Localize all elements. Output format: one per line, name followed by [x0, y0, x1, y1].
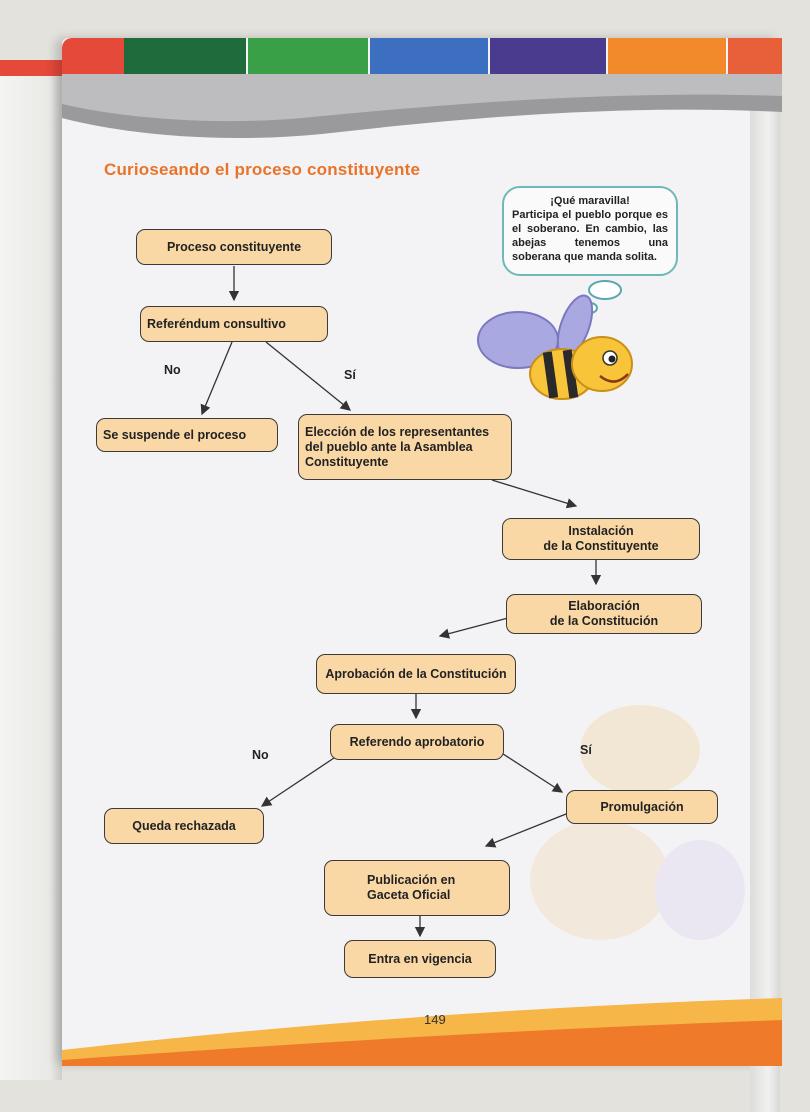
left-page-tab [0, 60, 62, 76]
bee-illustration-icon [477, 280, 633, 400]
background-decoration [530, 705, 745, 940]
tab-blue [370, 38, 488, 76]
bubble-text: Participa el pueblo porque es el soberan… [512, 209, 668, 263]
left-page-edge [0, 60, 62, 1080]
tab-dark-green [124, 38, 246, 76]
label-si-2: Sí [580, 743, 592, 757]
tab-red-orange [728, 38, 782, 76]
bubble-heading: ¡Qué maravilla! [550, 195, 630, 207]
tab-purple [490, 38, 606, 76]
speech-bubble: ¡Qué maravilla! Participa el pueblo porq… [502, 186, 678, 276]
tab-red [62, 38, 124, 76]
page-number: 149 [424, 1012, 446, 1027]
label-no-1: No [164, 363, 181, 377]
box-referendum-consultivo: Referéndum consultivo [140, 306, 328, 342]
box-entra-en-vigencia: Entra en vigencia [344, 940, 496, 978]
tab-green [248, 38, 368, 76]
box-elaboracion: Elaboración de la Constitución [506, 594, 702, 634]
label-no-2: No [252, 748, 269, 762]
box-publicacion: Publicación en Gaceta Oficial [324, 860, 510, 916]
box-proceso-constituyente: Proceso constituyente [136, 229, 332, 265]
box-aprobacion: Aprobación de la Constitución [316, 654, 516, 694]
tab-orange [608, 38, 726, 76]
page-title: Curioseando el proceso constituyente [104, 160, 421, 179]
box-instalacion: Instalación de la Constituyente [502, 518, 700, 560]
footer-wave [62, 998, 782, 1066]
header-wave [62, 74, 782, 139]
box-se-suspende: Se suspende el proceso [96, 418, 278, 452]
box-eleccion: Elección de los representantes del puebl… [298, 414, 512, 480]
box-queda-rechazada: Queda rechazada [104, 808, 264, 844]
box-promulgacion: Promulgación [566, 790, 718, 824]
box-referendo-aprobatorio: Referendo aprobatorio [330, 724, 504, 760]
label-si-1: Sí [344, 368, 356, 382]
page-edge [750, 102, 780, 1112]
